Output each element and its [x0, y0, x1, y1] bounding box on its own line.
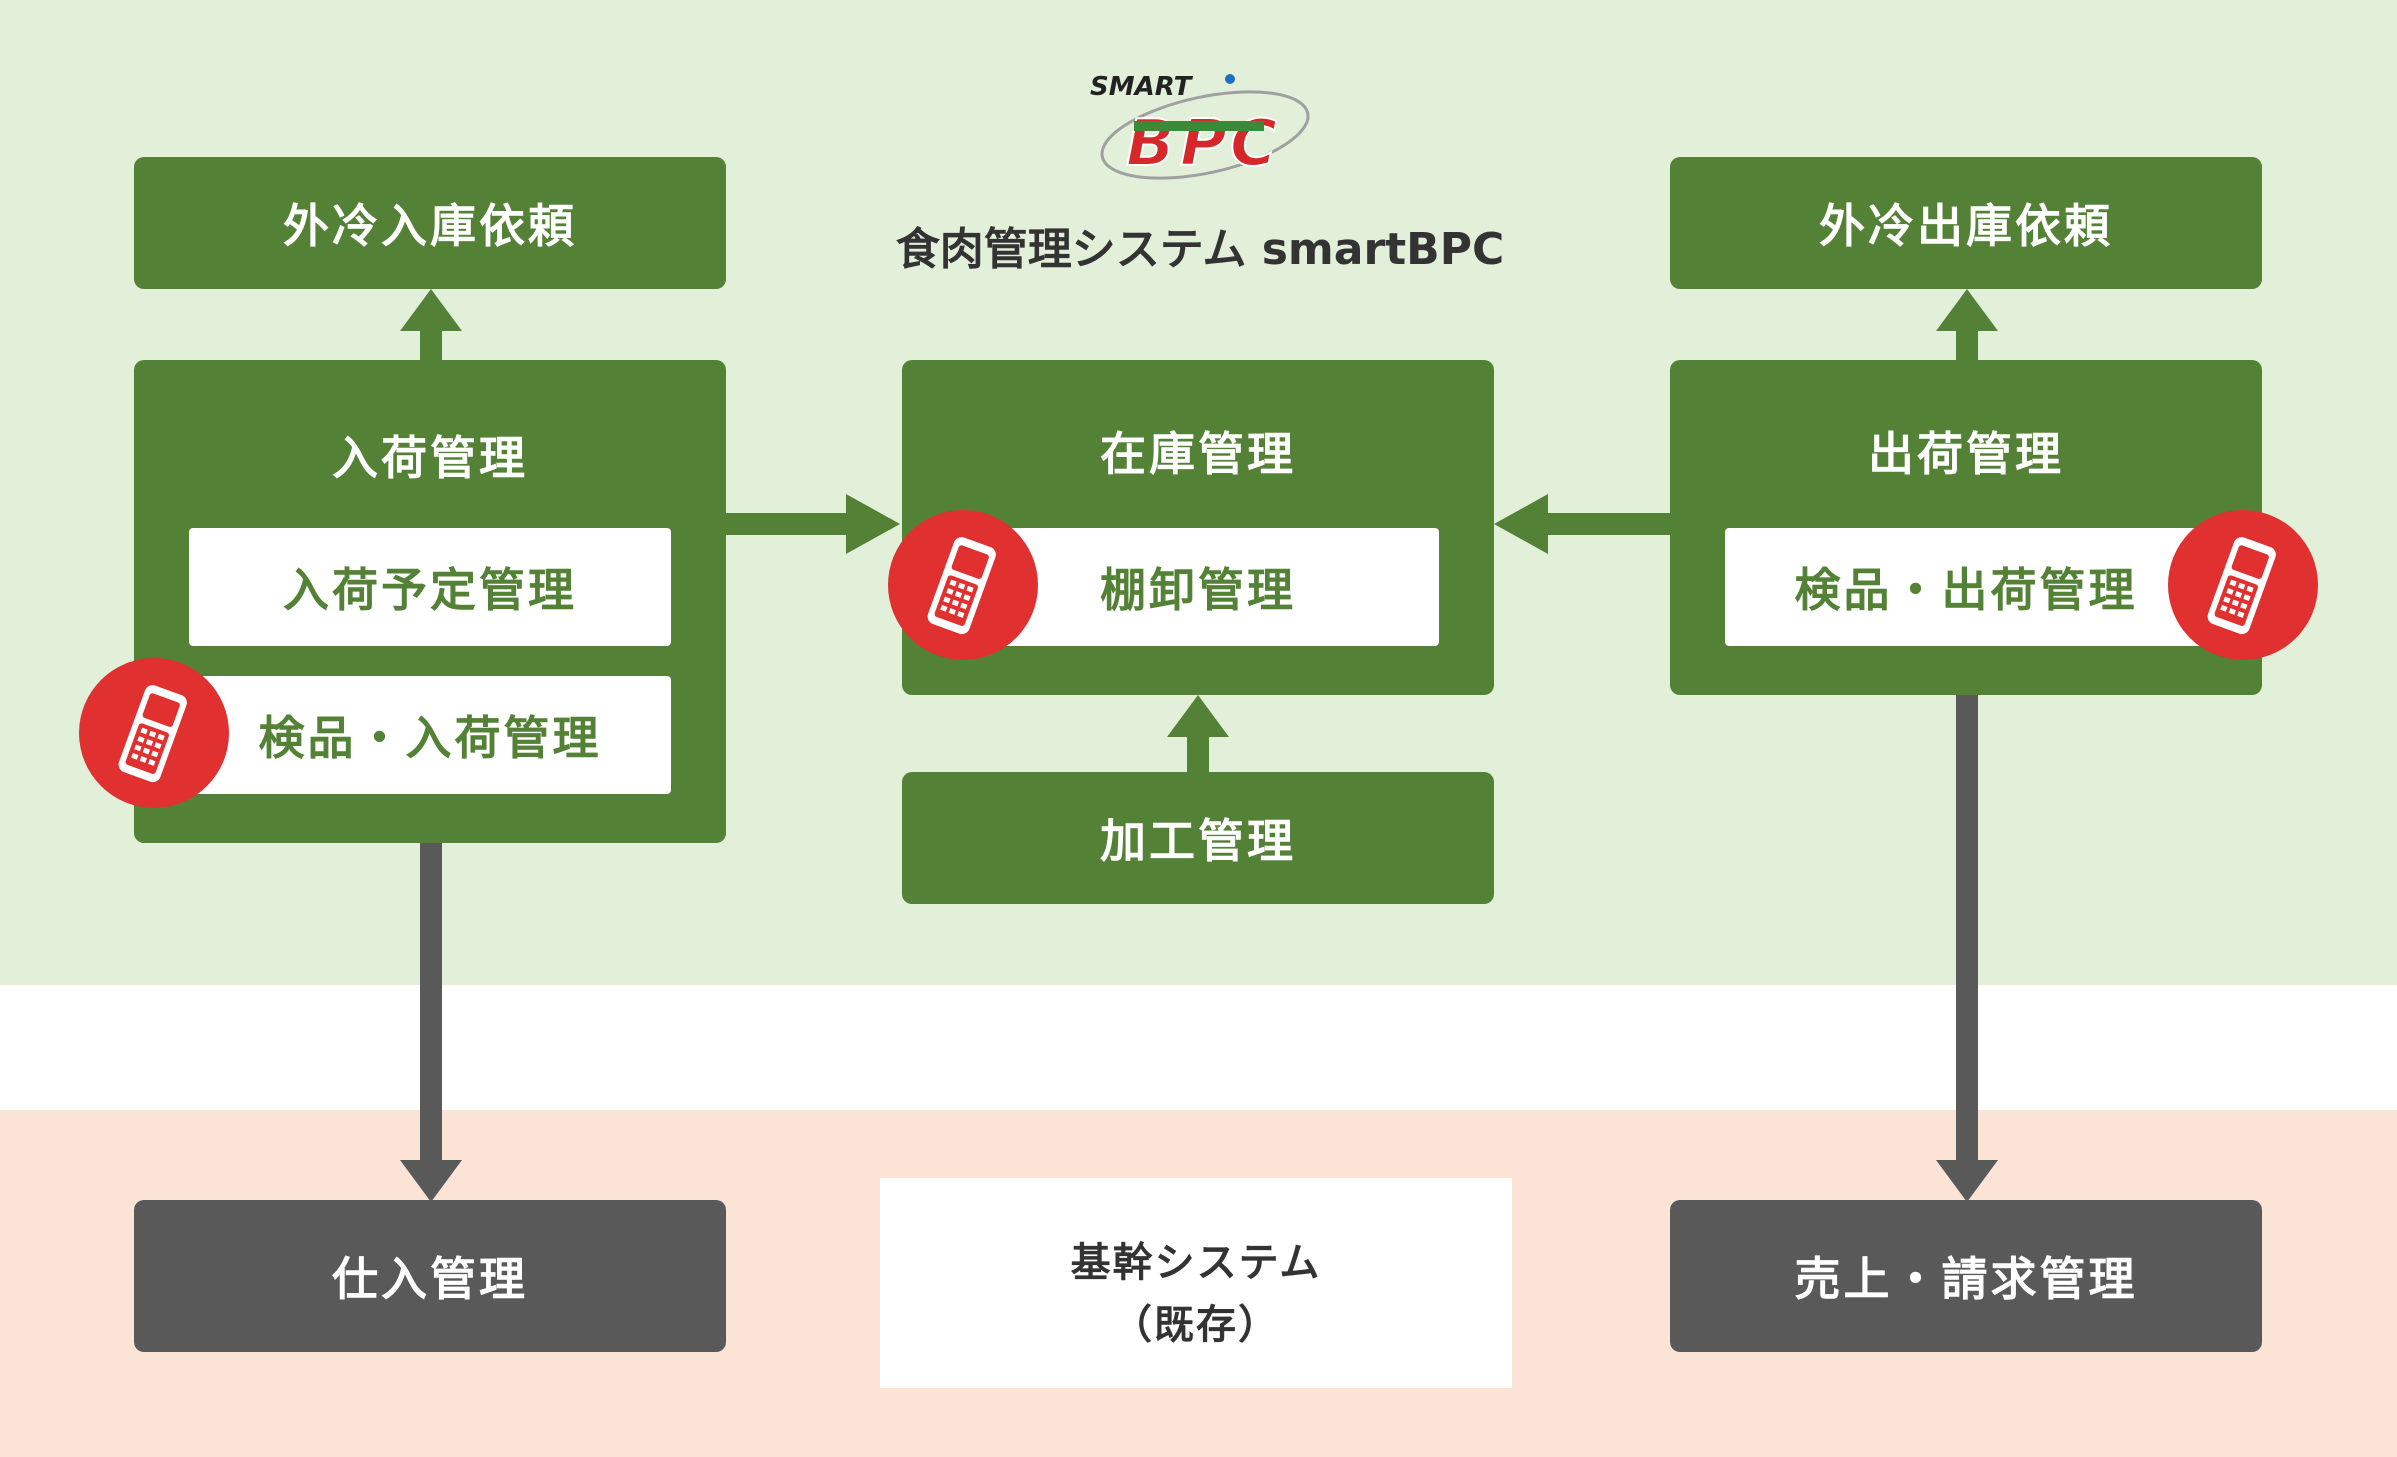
arrow-receiving-to-inventory-head: [846, 494, 900, 554]
inspection-receiving-item: 検品・入荷管理: [189, 676, 671, 794]
sales-billing-management-label: 売上・請求管理: [1794, 1252, 2138, 1306]
arrow-shipping-to-sales-head: [1936, 1160, 1998, 1202]
smartbpc-logo: SMART B P C: [1080, 65, 1320, 195]
system-title: 食肉管理システム smartBPC: [895, 224, 1505, 275]
purchasing-management-label: 仕入管理: [332, 1252, 528, 1306]
planned-receiving-label: 入荷予定管理: [283, 563, 577, 617]
handheld-terminal-icon: [2168, 510, 2318, 660]
svg-text:P: P: [1180, 107, 1227, 181]
core-system-title: 基幹システム: [1070, 1240, 1322, 1286]
inspection-shipping-item: 検品・出荷管理: [1725, 528, 2207, 646]
inventory-management-title: 在庫管理: [1100, 427, 1296, 481]
arrow-shipping-to-sales-shaft: [1956, 695, 1978, 1163]
external-cold-storage-out-box: 外冷出庫依頼: [1670, 157, 2262, 289]
shipping-management-box: 出荷管理 検品・出荷管理: [1670, 360, 2262, 695]
external-cold-storage-in-box: 外冷入庫依頼: [134, 157, 726, 289]
handheld-terminal-icon: [888, 510, 1038, 660]
svg-text:B: B: [1126, 107, 1175, 181]
stocktaking-label: 棚卸管理: [1100, 563, 1296, 617]
handheld-terminal-icon: [79, 658, 229, 808]
separator-zone: [0, 985, 2397, 1110]
processing-management-label: 加工管理: [1100, 814, 1296, 868]
svg-text:C: C: [1230, 107, 1277, 181]
arrow-receiving-to-request-shaft: [420, 328, 442, 362]
receiving-management-box: 入荷管理 入荷予定管理 検品・入荷管理: [134, 360, 726, 843]
arrow-shipping-to-inventory-shaft: [1546, 513, 1670, 535]
arrow-shipping-to-inventory-head: [1494, 494, 1548, 554]
inspection-receiving-label: 検品・入荷管理: [258, 711, 602, 765]
stocktaking-item: 棚卸管理: [957, 528, 1439, 646]
inspection-shipping-label: 検品・出荷管理: [1794, 563, 2138, 617]
external-cold-storage-in-label: 外冷入庫依頼: [283, 199, 577, 253]
arrow-receiving-to-purchasing-head: [400, 1160, 462, 1202]
arrow-receiving-to-request-head: [400, 289, 462, 331]
sales-billing-management-box: 売上・請求管理: [1670, 1200, 2262, 1352]
purchasing-management-box: 仕入管理: [134, 1200, 726, 1352]
arrow-processing-to-inventory-head: [1167, 695, 1229, 737]
svg-text:SMART: SMART: [1090, 72, 1194, 102]
arrow-receiving-to-purchasing-shaft: [420, 843, 442, 1163]
shipping-management-title: 出荷管理: [1868, 427, 2064, 481]
planned-receiving-item: 入荷予定管理: [189, 528, 671, 646]
core-system-box: 基幹システム （既存）: [880, 1178, 1512, 1388]
arrow-shipping-to-request-shaft: [1956, 328, 1978, 362]
arrow-shipping-to-request-head: [1936, 289, 1998, 331]
external-cold-storage-out-label: 外冷出庫依頼: [1819, 199, 2113, 253]
arrow-processing-to-inventory-shaft: [1187, 735, 1209, 772]
processing-management-box: 加工管理: [902, 772, 1494, 904]
arrow-receiving-to-inventory-shaft: [726, 513, 850, 535]
receiving-management-title: 入荷管理: [332, 431, 528, 485]
core-system-existing-note: （既存）: [1112, 1302, 1280, 1348]
